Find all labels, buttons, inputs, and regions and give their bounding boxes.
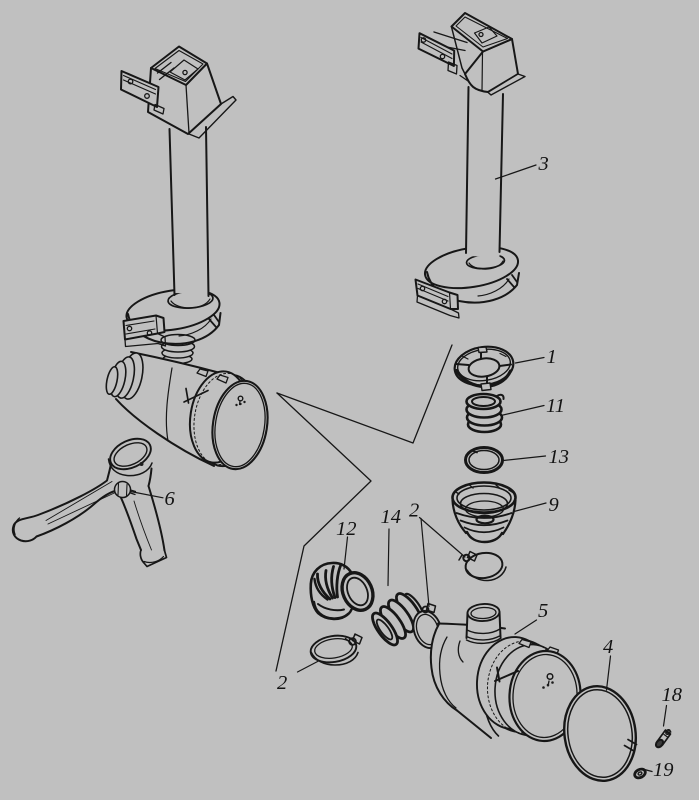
svg-text:2: 2 (277, 672, 287, 694)
svg-text:6: 6 (165, 488, 176, 510)
svg-text:13: 13 (549, 446, 570, 468)
svg-text:19: 19 (653, 759, 674, 781)
svg-text:1: 1 (547, 346, 557, 368)
svg-text:9: 9 (549, 494, 559, 516)
svg-text:18: 18 (662, 684, 683, 706)
svg-text:5: 5 (538, 600, 548, 622)
svg-text:2: 2 (409, 500, 419, 522)
svg-text:11: 11 (546, 395, 565, 417)
svg-text:12: 12 (336, 518, 357, 540)
svg-text:4: 4 (603, 636, 613, 658)
svg-text:14: 14 (381, 506, 402, 528)
svg-text:3: 3 (538, 153, 549, 175)
